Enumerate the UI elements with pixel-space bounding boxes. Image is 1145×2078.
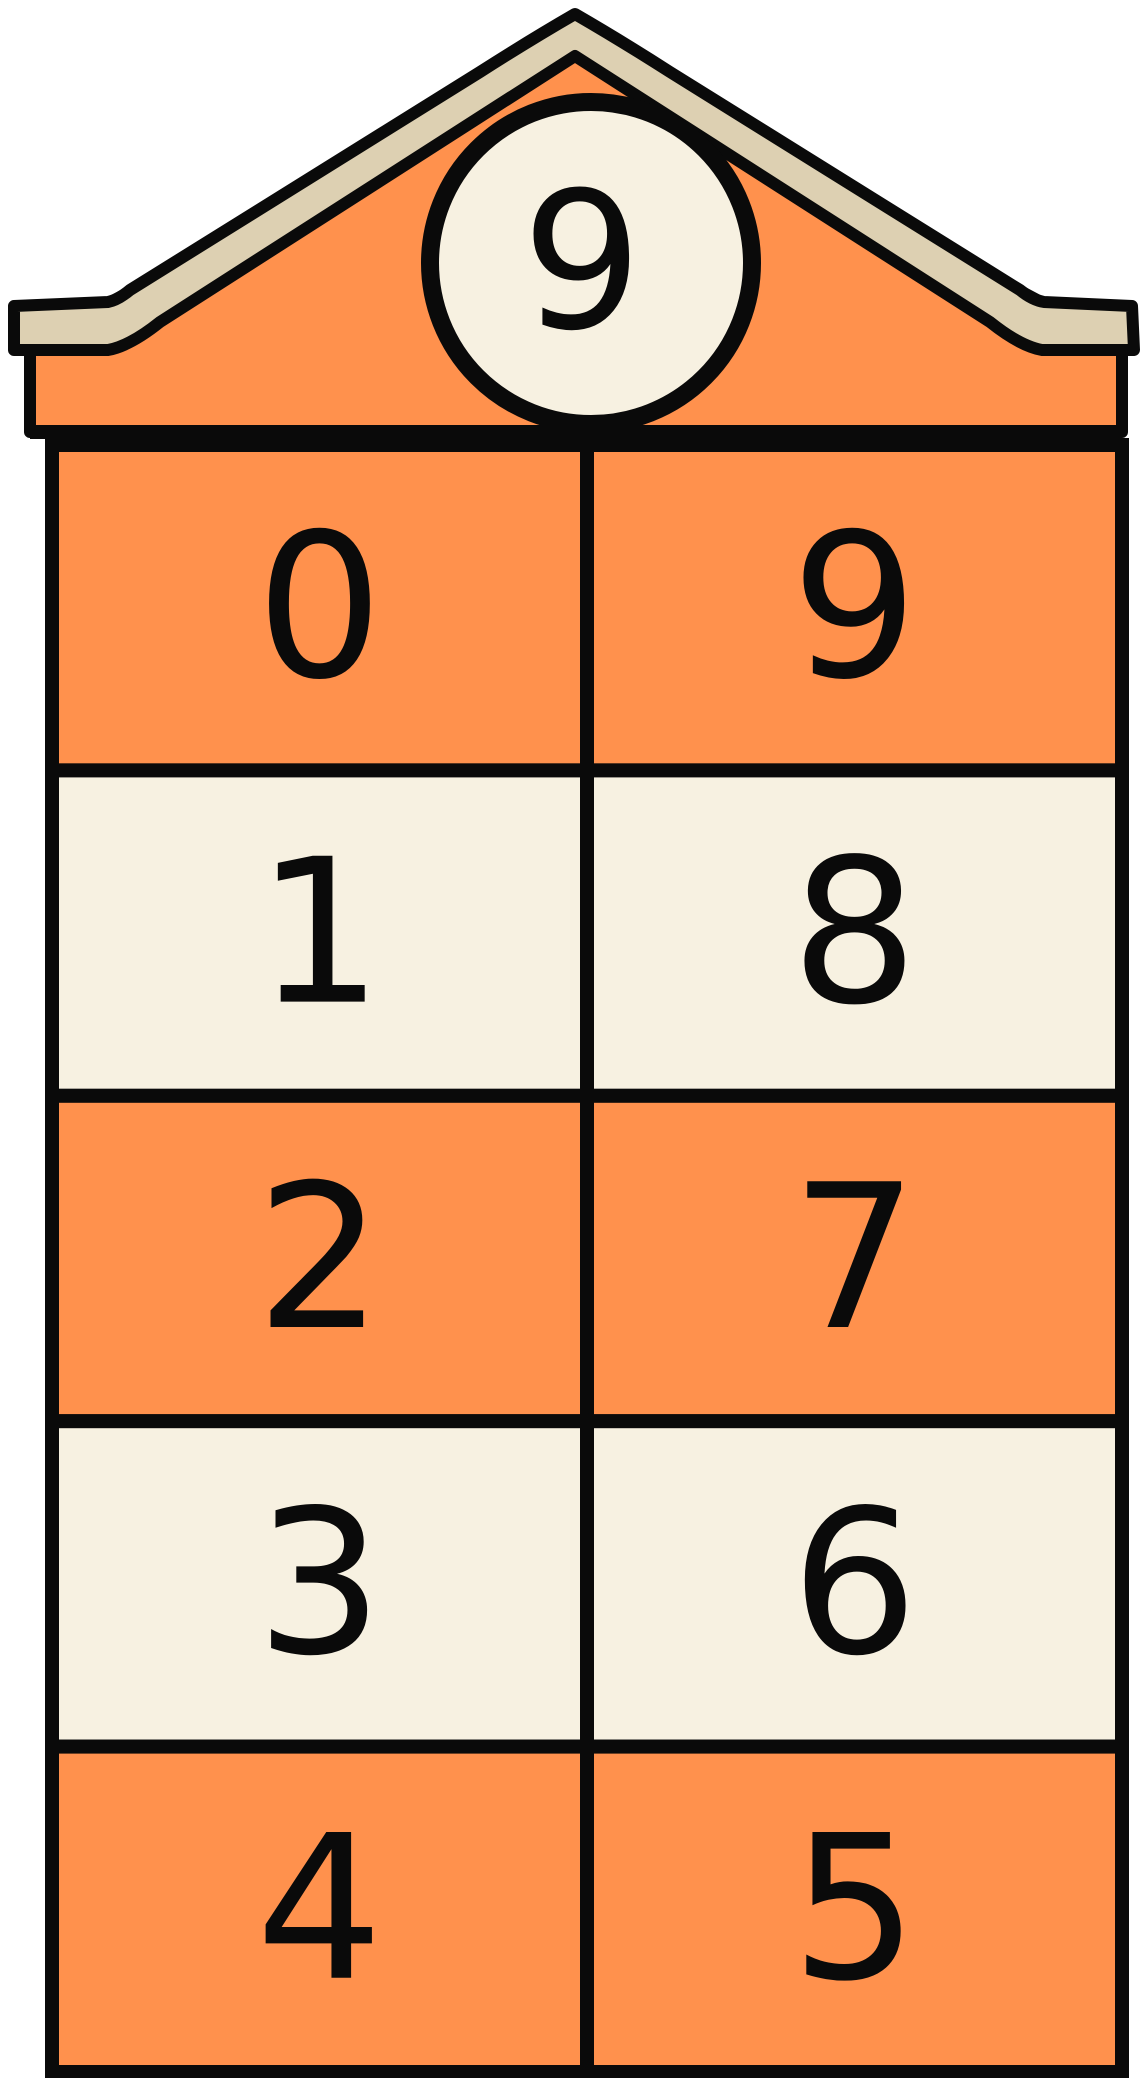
row-4-right-number: 6 <box>791 1467 918 1700</box>
row-4-left-number: 3 <box>256 1467 383 1700</box>
row-1-right-number: 9 <box>791 491 918 724</box>
row-5-right-number: 5 <box>791 1793 918 2026</box>
row-2-left-number: 1 <box>256 817 383 1050</box>
roof-number: 9 <box>522 152 643 373</box>
roof: 9 <box>14 14 1134 432</box>
row-3-left-number: 2 <box>256 1142 383 1375</box>
row-1-left-number: 0 <box>256 491 383 724</box>
row-3-right-number: 7 <box>791 1142 918 1375</box>
row-5-left-number: 4 <box>256 1793 383 2026</box>
row-2-right-number: 8 <box>791 817 918 1050</box>
